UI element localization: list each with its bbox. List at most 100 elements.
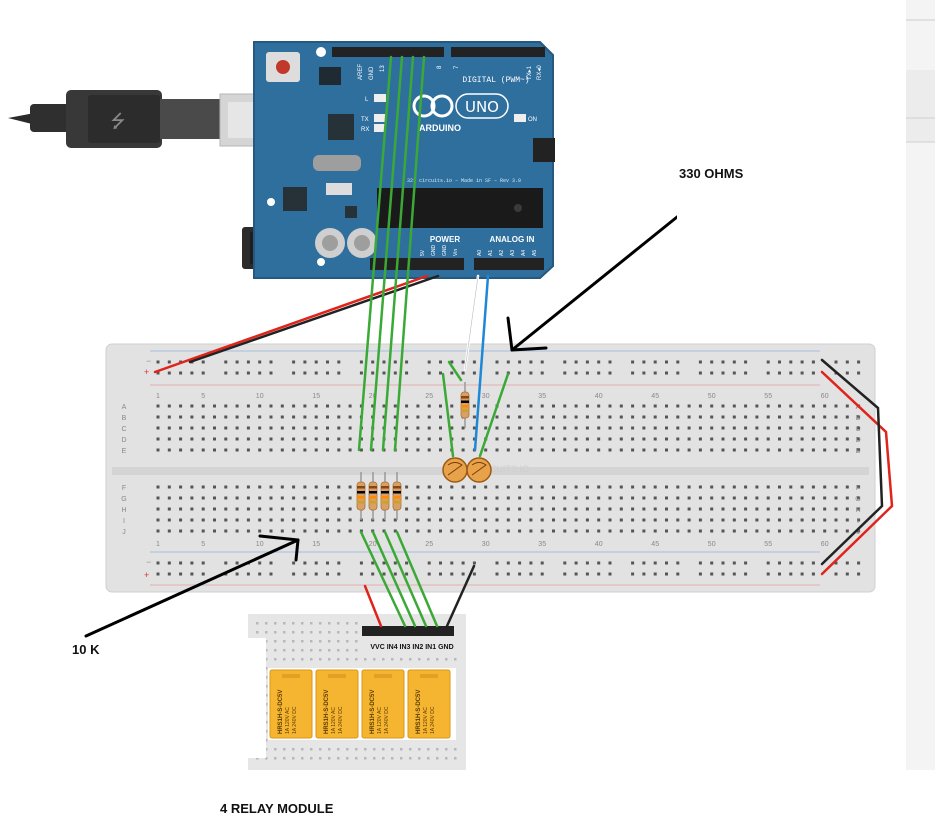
analog-pin-labels: A0 A1 A2 A3 A4 A5 — [477, 250, 538, 256]
analog-pin-label: A3 — [510, 250, 516, 256]
column-number: 35 — [538, 541, 546, 548]
svg-text:⭍: ⭍ — [111, 111, 126, 132]
analog-pin-label: A1 — [488, 250, 494, 256]
analog-pin-label: A5 — [532, 250, 538, 256]
analog-label: ANALOG IN — [490, 235, 535, 244]
resistor — [380, 472, 390, 520]
board-credit-label: 321 circuits.io – Made in SF – Rev 3.0 — [407, 178, 521, 184]
row-letter: F — [856, 485, 860, 492]
row-letter: C — [121, 426, 126, 433]
relay-text: 1A 240V DC — [384, 706, 390, 734]
analog-pin-label: A2 — [499, 250, 505, 256]
row-letter: E — [856, 448, 861, 455]
column-number: 60 — [821, 541, 829, 548]
power-pin-label: 5V — [420, 249, 426, 256]
note-330-box — [677, 162, 893, 266]
relay-hole-grid — [256, 622, 457, 760]
column-number: 45 — [651, 393, 659, 400]
tx-led-label: TX — [361, 117, 369, 123]
note-10k-box — [70, 638, 266, 758]
rx-led-label: RX — [361, 127, 369, 133]
row-letter: A — [122, 404, 127, 411]
column-number: 20 — [369, 393, 377, 400]
wires-sensor — [463, 274, 490, 452]
relay-module-label: 4 RELAY MODULE — [220, 801, 334, 816]
column-number: 1 — [156, 541, 160, 548]
column-number: 10 — [256, 541, 264, 548]
resistors — [356, 382, 470, 520]
power-pin-label: Vin — [453, 249, 459, 256]
arduino-brand-label: ARDUINO — [419, 123, 461, 133]
relay-text: HRS1H-S-DC5V — [416, 690, 422, 734]
column-number: 35 — [538, 393, 546, 400]
column-number: 15 — [312, 541, 320, 548]
relay-text: 1A 120V AC — [423, 707, 429, 734]
column-number: 40 — [595, 541, 603, 548]
row-letter: G — [855, 496, 860, 503]
row-letter: I — [857, 518, 859, 525]
column-number: 50 — [708, 541, 716, 548]
svg-text:+: + — [144, 570, 149, 580]
resistor — [460, 382, 470, 428]
row-letter: D — [855, 437, 860, 444]
column-number: 55 — [764, 541, 772, 548]
relay-text: 1A 120V AC — [331, 707, 337, 734]
pin-aref-label: AREF — [358, 64, 364, 80]
row-letter: E — [122, 448, 127, 455]
column-number: 55 — [764, 393, 772, 400]
relay-text: HRS1H-S-DC5V — [278, 690, 284, 734]
column-number: 30 — [482, 541, 490, 548]
analog-pin-label: A0 — [477, 250, 483, 256]
row-letter: B — [856, 415, 861, 422]
on-led-label: ON — [528, 117, 537, 123]
column-number: 40 — [595, 393, 603, 400]
column-number: 25 — [425, 541, 433, 548]
row-letter: C — [855, 426, 860, 433]
column-number: 5 — [201, 541, 205, 548]
wires-digital — [357, 55, 510, 628]
relay-text: 1A 120V AC — [377, 707, 383, 734]
relay-pin-labels: VVC IN4 IN3 IN2 IN1 GND — [370, 644, 453, 651]
resistor-330-label: 330 OHMS — [679, 166, 744, 181]
breadboard-holes — [156, 360, 861, 576]
row-letter: D — [121, 437, 126, 444]
svg-text:−: − — [146, 557, 151, 567]
pin-13-label: 13 — [380, 65, 386, 72]
arduino-model-label: UNO — [465, 98, 499, 116]
resistor-10k-label: 10 K — [72, 642, 100, 657]
resistor — [368, 472, 378, 520]
power-label: POWER — [430, 235, 460, 244]
column-number: 15 — [312, 393, 320, 400]
row-letter: I — [123, 518, 125, 525]
digital-header-label: DIGITAL (PWM~) — [462, 76, 529, 85]
photoresistors — [442, 457, 492, 483]
pin-tx-label: TX▸1 — [527, 65, 533, 80]
svg-text:−: − — [146, 356, 151, 366]
column-number: 1 — [156, 393, 160, 400]
pin-gnd-label: GND — [369, 66, 375, 80]
row-letter: F — [122, 485, 126, 492]
relay-text: HRS1H-S-DC5V — [370, 690, 376, 734]
relay-text: 1A 240V DC — [292, 706, 298, 734]
column-number: 30 — [482, 393, 490, 400]
column-number: 50 — [708, 393, 716, 400]
analog-pin-label: A4 — [521, 250, 527, 256]
column-number: 5 — [201, 393, 205, 400]
arduino-board — [253, 41, 555, 279]
breadboard-watermark: CUITS.IO — [490, 464, 529, 474]
row-letter: H — [855, 507, 860, 514]
power-pin-label: GND — [442, 245, 448, 257]
pin-8-label: 8 — [437, 65, 443, 69]
column-number: 60 — [821, 393, 829, 400]
resistor — [392, 472, 402, 520]
column-number: 10 — [256, 393, 264, 400]
relay-text: 1A 120V AC — [285, 707, 291, 734]
